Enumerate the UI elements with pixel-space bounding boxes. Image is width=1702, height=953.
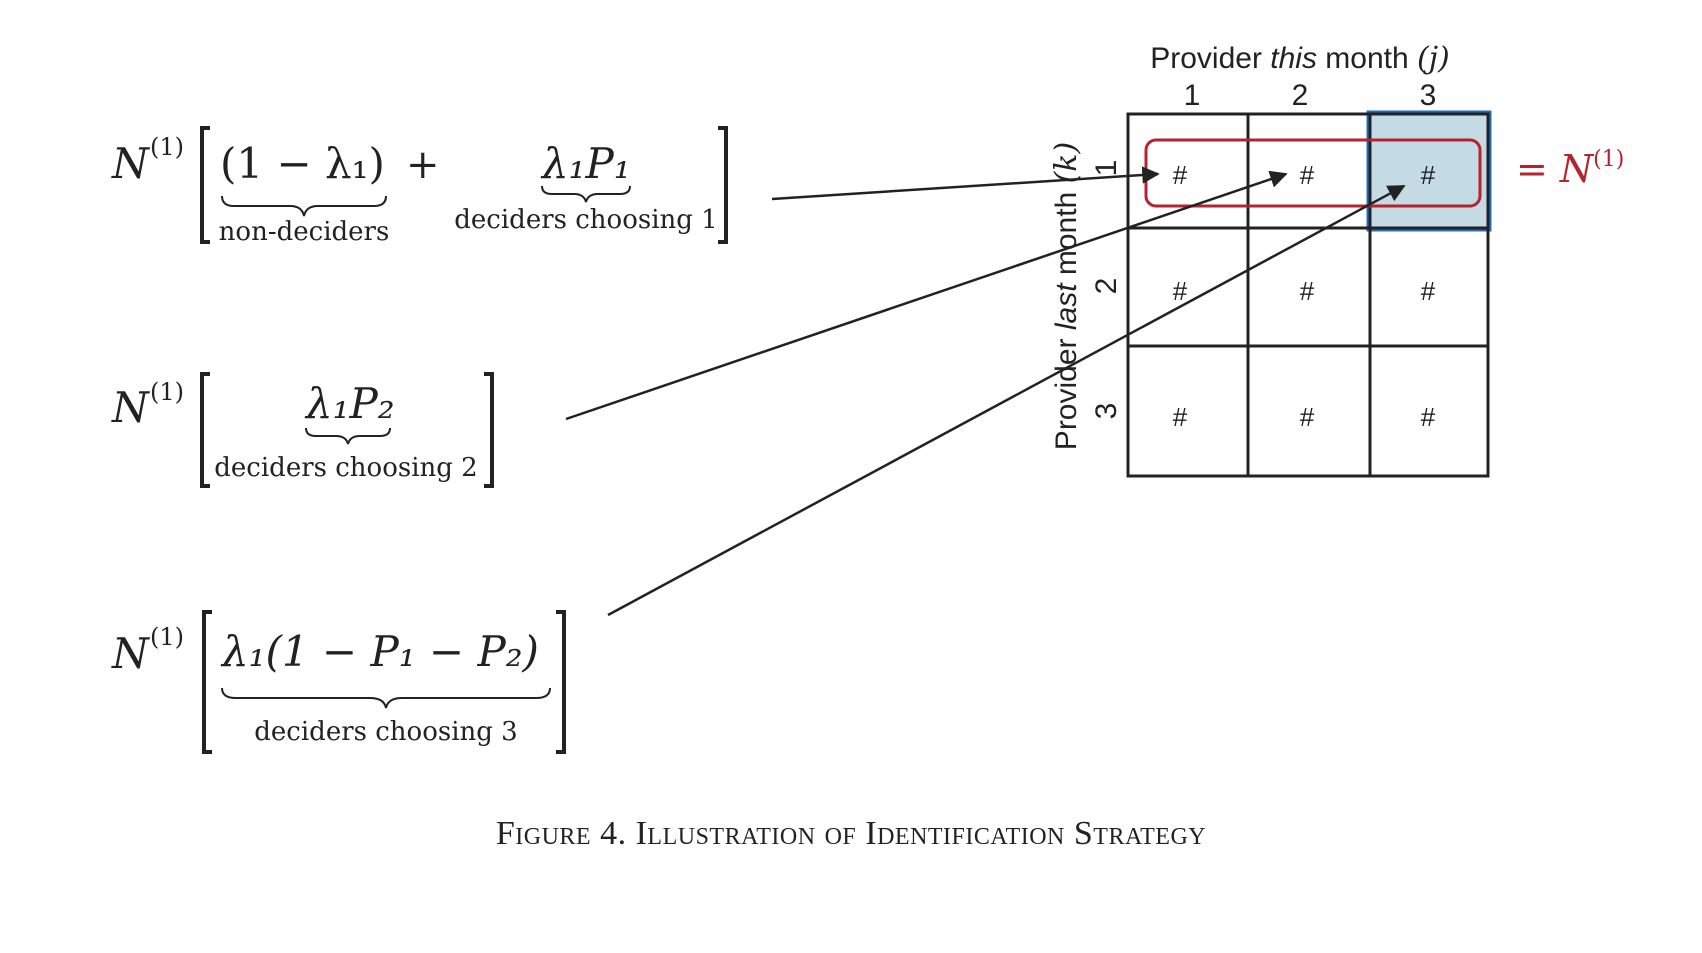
eq1-underbrace-2 (541, 185, 631, 203)
eq3-term-deciders-3: λ₁(1 − P₁ − P₂) (220, 627, 539, 676)
arrow-eq3-to-cell-1-3 (607, 184, 1406, 617)
equation-3: N (1) λ₁(1 − P₁ − P₂) deciders choosing … (111, 610, 566, 754)
transition-matrix: Provider this month (j) 1 2 3 Provider l… (1049, 41, 1624, 478)
eq1-term-deciders-1: λ₁P₁ (540, 139, 631, 188)
eq3-left-bracket (202, 610, 212, 754)
eq1-brace-label-non-deciders: non-deciders (219, 217, 390, 247)
equation-2: N (1) λ₁P₂ deciders choosing 2 (111, 372, 494, 488)
eq2-brace-label-choosing-2: deciders choosing 2 (214, 453, 477, 483)
arrow-eq2-to-cell-1-2 (565, 170, 1288, 421)
cell-3-1: # (1173, 402, 1188, 432)
row-label-3: 3 (1090, 403, 1123, 420)
cell-2-2: # (1300, 276, 1315, 306)
highlight-column-fill (1366, 110, 1492, 232)
arrow-eq1-to-cell-1-1 (771, 166, 1160, 201)
figure-caption: Figure 4. Illustration of Identification… (495, 815, 1207, 852)
eq1-right-bracket (718, 126, 728, 244)
cell-3-3: # (1421, 402, 1436, 432)
eq3-brace-label-choosing-3: deciders choosing 3 (254, 717, 517, 747)
eq3-superscript: (1) (150, 623, 184, 651)
eq2-left-bracket (200, 372, 210, 488)
row-label-2: 2 (1090, 278, 1123, 295)
cell-1-1: # (1173, 160, 1188, 190)
row-axis-title: Provider last month (k) (1049, 142, 1084, 450)
equation-1: N (1) (1 − λ₁) non-deciders + λ₁P₁ decid… (111, 126, 728, 247)
eq1-left-bracket (200, 126, 210, 244)
eq3-N: N (111, 629, 150, 678)
column-label-1: 1 (1184, 79, 1201, 112)
eq2-superscript: (1) (150, 378, 184, 406)
column-label-2: 2 (1292, 79, 1309, 112)
cell-2-3: # (1421, 276, 1436, 306)
column-label-3: 3 (1420, 79, 1437, 112)
cell-1-2: # (1300, 160, 1315, 190)
column-axis-title: Provider this month (j) (1150, 41, 1450, 76)
row-sum-label: = N(1) (1516, 147, 1624, 191)
cell-2-1: # (1173, 276, 1188, 306)
eq2-N: N (111, 383, 150, 432)
row-label-1: 1 (1090, 160, 1123, 177)
eq1-plus-operator: + (406, 142, 440, 188)
eq1-superscript: (1) (150, 133, 184, 161)
matrix-grid (1126, 112, 1490, 478)
eq2-term-deciders-2: λ₁P₂ (304, 379, 395, 428)
cell-3-2: # (1300, 402, 1315, 432)
eq1-term-non-deciders: (1 − λ₁) (220, 139, 385, 188)
eq1-underbrace-1 (221, 195, 387, 217)
eq3-right-bracket (556, 610, 566, 754)
eq1-N: N (111, 139, 150, 188)
eq2-underbrace (305, 427, 391, 445)
eq2-right-bracket (484, 372, 494, 488)
eq3-underbrace (221, 687, 551, 709)
connector-arrows (565, 166, 1406, 617)
eq1-brace-label-choosing-1: deciders choosing 1 (454, 205, 717, 235)
cell-1-3: # (1421, 160, 1436, 190)
